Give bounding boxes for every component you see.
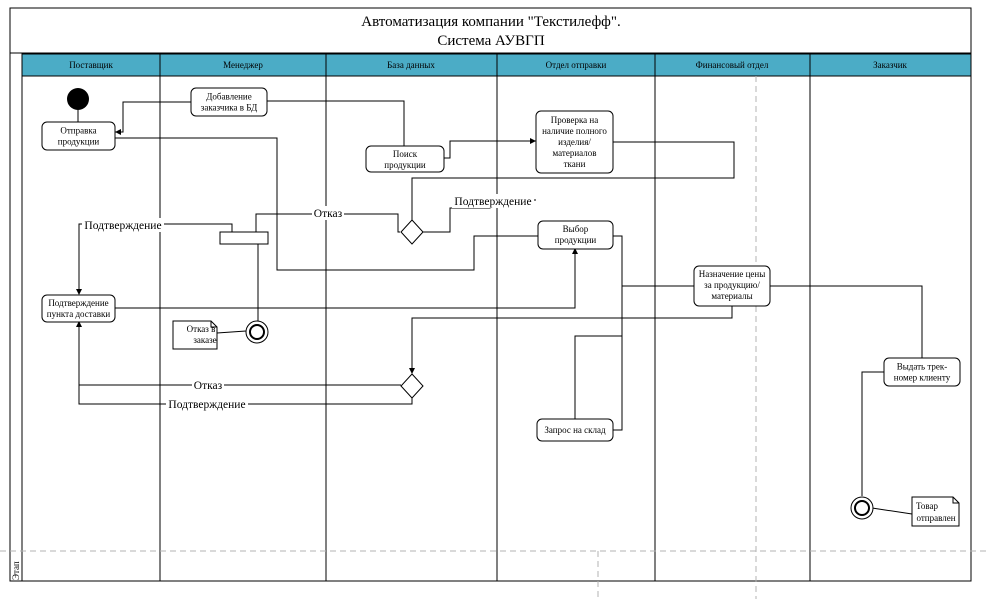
action-assign-price-label-3: материалы: [711, 291, 752, 301]
action-issue-tracking-label-2: номер клиенту: [894, 373, 951, 383]
connector: [115, 249, 576, 309]
action-select-products-label-2: продукции: [555, 235, 597, 245]
arrow-head: [530, 138, 536, 144]
note-shipped-label-1: Товар: [916, 501, 938, 511]
lane-title-shipping: Отдел отправки: [546, 60, 607, 70]
action-check-availability-label-5: ткани: [564, 159, 586, 169]
connector: [255, 213, 400, 233]
decision-diamond-lower: [400, 373, 424, 399]
note-refusal-fold: [210, 321, 217, 328]
connector: [115, 137, 538, 271]
arrow-head: [409, 368, 415, 374]
note-shipped: [911, 496, 960, 527]
action-assign-price-label-2: за продукцию/: [704, 280, 760, 290]
action-confirm-delivery-label-1: Подтверждение: [48, 298, 108, 308]
action-check-availability-label-3: изделия/: [558, 137, 591, 147]
arrow-head: [76, 321, 82, 327]
action-confirm-delivery-label-2: пункта доставки: [47, 309, 111, 319]
action-check-availability-label-4: материалов: [553, 148, 597, 158]
note-refusal-label-1: Отказ в: [187, 324, 216, 334]
action-assign-price: [693, 265, 771, 307]
edge-label-confirm-bottom: Подтверждение: [168, 399, 245, 411]
connector: [871, 507, 913, 515]
stage-label: Этап: [11, 561, 21, 580]
note-shipped-label-2: отправлен: [916, 513, 955, 523]
connector: [216, 330, 247, 334]
connector: [613, 285, 694, 431]
edge-label-bg: [82, 218, 164, 232]
decision-diamond-upper: [400, 219, 424, 245]
connector: [861, 371, 884, 496]
edge-label-refusal-top: Отказ: [314, 208, 343, 220]
action-send-products-label-2: продукции: [58, 137, 100, 147]
action-search-products: [365, 145, 445, 173]
edge-label-bg: [452, 194, 534, 208]
edge-label-bg: [312, 206, 344, 220]
action-check-availability: [535, 110, 614, 174]
diagram-title-line-1: Автоматизация компании "Текстилефф".: [361, 14, 620, 30]
action-add-customer-label-2: заказчика в БД: [201, 103, 257, 113]
action-add-customer-label-1: Добавление: [206, 92, 251, 102]
action-select-products: [537, 220, 614, 250]
action-search-products-label-1: Поиск: [393, 149, 418, 159]
lane-title-manager: Менеджер: [223, 60, 263, 70]
action-send-products: [41, 121, 116, 151]
connector: [411, 141, 735, 220]
arrow-head: [115, 129, 121, 135]
connector: [267, 100, 405, 146]
arrow-head: [572, 248, 578, 254]
lane-title-supplier: Поставщик: [69, 60, 113, 70]
action-assign-price-label-1: Назначение цены: [699, 269, 766, 279]
connector: [411, 306, 733, 373]
note-refusal-label-2: заказе: [193, 335, 216, 345]
lane-title-customer: Заказчик: [873, 60, 907, 70]
action-warehouse-request: [536, 418, 614, 442]
action-add-customer: [190, 87, 268, 117]
action-warehouse-request-label: Запрос на склад: [544, 425, 606, 435]
end-node-refusal-inner: [249, 324, 265, 340]
lane-title-database: База данных: [387, 60, 435, 70]
note-refusal: [172, 320, 218, 350]
action-issue-tracking: [883, 357, 961, 387]
edge-label-confirm-top-right: Подтверждение: [454, 196, 531, 208]
action-search-products-label-2: продукции: [384, 160, 426, 170]
edge-label-bg: [192, 378, 224, 392]
action-issue-tracking-label-1: Выдать трек-: [897, 362, 948, 372]
diagram-frame: [9, 7, 972, 582]
edge-label-confirm-top-left: Подтверждение: [84, 220, 161, 232]
action-check-availability-label-2: наличие полного: [542, 126, 607, 136]
lane-title-finance: Финансовый отдел: [696, 60, 769, 70]
edge-label-refusal-bottom: Отказ: [194, 380, 223, 392]
fork-join-bar: [219, 231, 269, 245]
end-node-shipped-inner: [854, 500, 870, 516]
start-node: [67, 88, 89, 110]
action-select-products-label-1: Выбор: [563, 224, 589, 234]
connector: [770, 285, 923, 358]
action-send-products-label-1: Отправка: [60, 126, 96, 136]
action-check-availability-label-1: Проверка на: [551, 115, 598, 125]
arrow-head: [76, 289, 82, 295]
action-confirm-delivery: [41, 294, 116, 323]
connector: [444, 140, 536, 159]
note-shipped-fold: [952, 497, 959, 504]
diagram-title-line-2: Система АУВГП: [437, 33, 545, 49]
edge-label-bg: [166, 397, 248, 411]
